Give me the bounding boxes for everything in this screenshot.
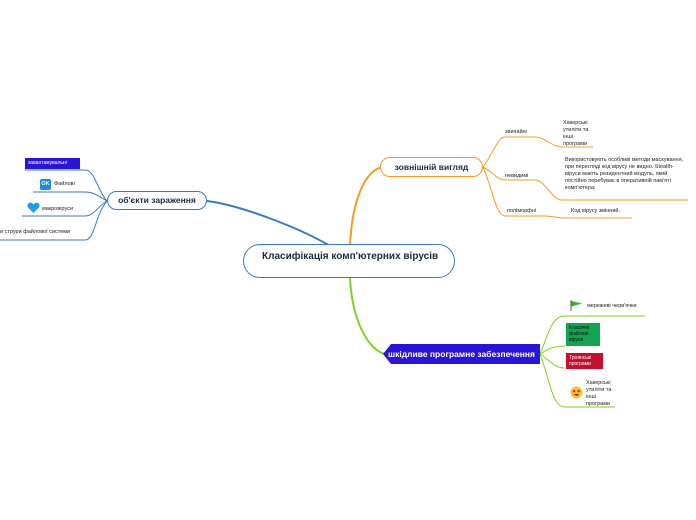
subtopic-network-worms[interactable]: мережеві черв'ячки xyxy=(587,303,637,309)
central-topic[interactable]: Класифікація комп'ютерних вірусів xyxy=(243,244,455,278)
smiley-icon xyxy=(570,386,583,399)
subtopic-filesystem[interactable]: и струри файлової системи xyxy=(0,229,71,235)
ok-icon: OK xyxy=(40,179,51,190)
subtopic-trojans[interactable]: Троянські програми xyxy=(566,353,603,369)
topic-appearance-title: зовнішній вигляд xyxy=(394,162,469,172)
subtopic-polymorphic[interactable]: поліморфні xyxy=(507,208,537,214)
flag-icon xyxy=(570,300,582,311)
subtopic-macro[interactable]: макровіруси xyxy=(42,206,74,212)
subtopic-ordinary[interactable]: звичайні xyxy=(505,129,527,135)
topic-infection-objects-title: об'єкти зараження xyxy=(118,195,196,205)
heart-icon xyxy=(27,202,40,213)
note-polymorphic[interactable]: Код вірусу змінний. xyxy=(571,208,621,214)
topic-infection-objects[interactable]: об'єкти зараження xyxy=(107,191,207,210)
subtopic-file[interactable]: Файлові xyxy=(54,181,75,187)
note-ordinary[interactable]: Хакерські утиліти та інші програми xyxy=(563,120,589,147)
subtopic-classic-file-viruses[interactable]: Класичні файлові віруси xyxy=(566,323,600,346)
topic-malware-title: шкідливе програмне забезпечення xyxy=(388,349,535,359)
subtopic-invisible[interactable]: невидимі xyxy=(505,173,529,179)
note-invisible[interactable]: Використовують особливі методи маскуванн… xyxy=(565,157,684,191)
topic-malware[interactable]: шкідливе програмне забезпечення xyxy=(383,344,540,364)
subtopic-hacker-utilities[interactable]: Хакерські утиліти та інші програми xyxy=(586,380,612,407)
subtopic-boot[interactable]: завантажувальні xyxy=(25,158,80,169)
topic-appearance[interactable]: зовнішній вигляд xyxy=(380,157,483,177)
central-topic-title: Класифікація комп'ютерних вірусів xyxy=(262,251,439,262)
